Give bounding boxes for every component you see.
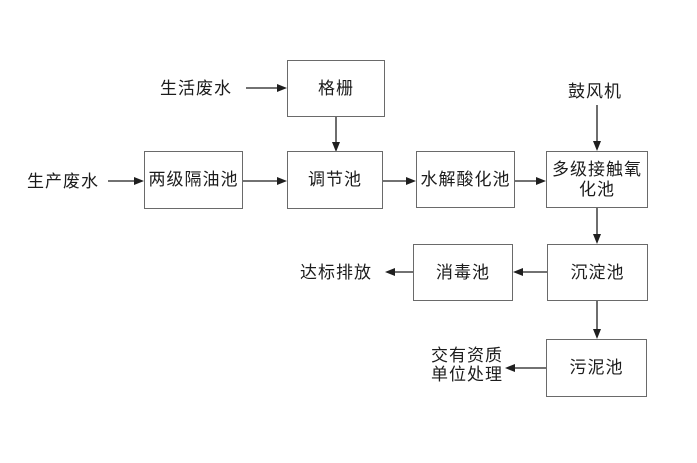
arrow-sludge-to-qualified-unit (505, 364, 546, 372)
node-disinfection-tank: 消毒池 (413, 244, 513, 301)
arrow-disinfection-to-discharge (385, 268, 413, 276)
arrow-domestic-to-grid (246, 84, 287, 92)
node-regulating-tank-label: 调节池 (308, 170, 362, 189)
node-oil-separator-label: 两级隔油池 (148, 170, 239, 189)
node-regulating-tank: 调节池 (287, 151, 383, 209)
node-oil-separator: 两级隔油池 (144, 151, 243, 209)
arrow-blower-to-oxidation (593, 105, 601, 151)
arrow-hydrolysis-to-oxidation (515, 177, 546, 185)
arrow-grid-to-regulating (332, 117, 340, 152)
node-grid-screen-label: 格栅 (318, 78, 354, 98)
node-contact-oxidation-tank-label: 多级接触氧 化池 (552, 159, 642, 199)
node-grid-screen: 格栅 (287, 60, 385, 117)
node-sedimentation-tank: 沉淀池 (547, 244, 648, 301)
arrow-oxidation-to-sedimentation (593, 208, 601, 244)
node-sludge-tank: 污泥池 (546, 339, 647, 397)
node-sludge-tank-label: 污泥池 (569, 358, 624, 377)
node-contact-oxidation-tank: 多级接触氧 化池 (546, 151, 648, 208)
label-production-wastewater: 生产废水 (27, 172, 99, 191)
node-hydrolysis-acidification-tank: 水解酸化池 (416, 151, 515, 208)
label-qualified-unit-treatment: 交有资质 单位处理 (431, 346, 503, 384)
arrow-production-to-oil-separator (108, 177, 144, 185)
label-blower: 鼓风机 (568, 82, 622, 101)
node-sedimentation-tank-label: 沉淀池 (570, 262, 625, 282)
arrow-oil-separator-to-regulating (243, 177, 287, 185)
arrow-sedimentation-to-sludge (593, 301, 601, 339)
label-domestic-wastewater: 生活废水 (160, 79, 232, 98)
node-disinfection-tank-label: 消毒池 (436, 262, 490, 282)
node-hydrolysis-acidification-tank-label: 水解酸化池 (420, 169, 511, 189)
arrow-sedimentation-to-disinfection (513, 268, 547, 276)
label-standard-discharge: 达标排放 (300, 263, 372, 282)
arrow-regulating-to-hydrolysis (383, 177, 416, 185)
